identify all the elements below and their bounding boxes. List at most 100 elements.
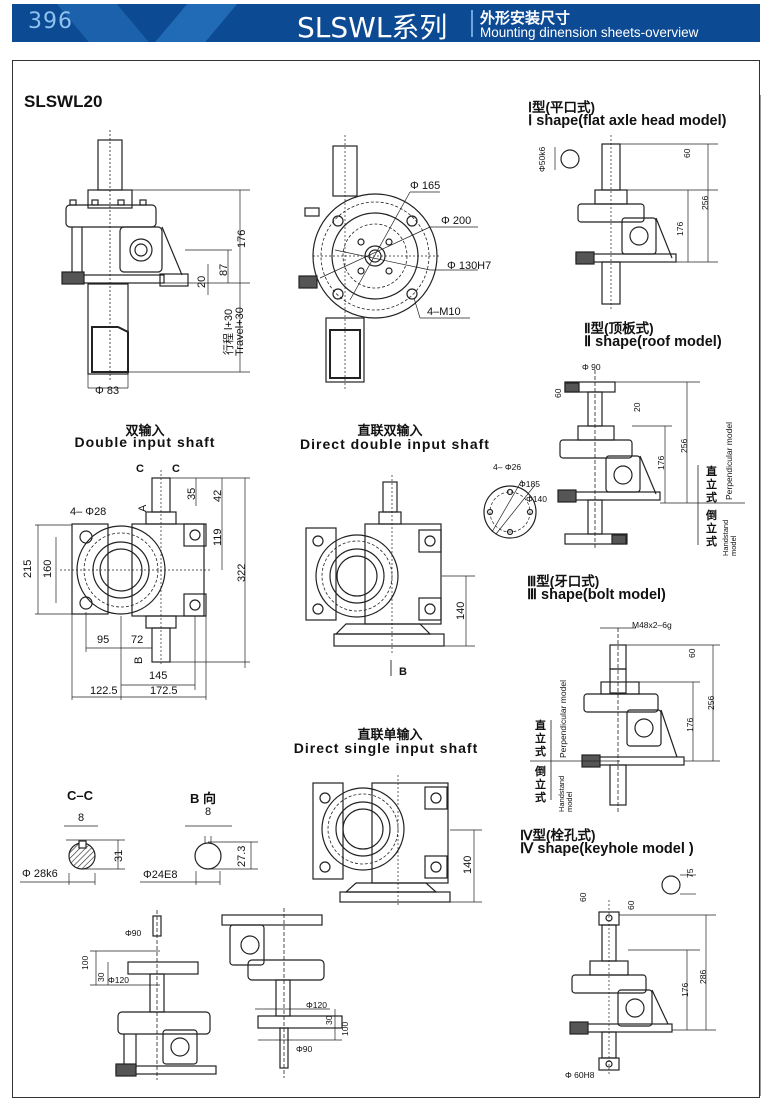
handstand-cn-s3: 倒立式 bbox=[535, 766, 546, 804]
dim-phi165: Φ 165 bbox=[410, 180, 441, 192]
dim-phi83: Φ 83 bbox=[95, 385, 120, 397]
direct-single-title-cn: 直联单输入 bbox=[357, 727, 423, 742]
subtitle-cn: 外形安装尺寸 bbox=[480, 10, 571, 27]
label-c-left: C bbox=[136, 463, 144, 475]
dim-100-bl: 100 bbox=[80, 955, 90, 970]
dim-phi24e8: Φ24E8 bbox=[143, 869, 178, 881]
shape-3-drawing bbox=[530, 627, 720, 812]
dim-60-s3: 60 bbox=[687, 648, 697, 658]
dim-phi90-bl: Φ90 bbox=[125, 928, 142, 938]
double-input-title-cn: 双输入 bbox=[125, 423, 165, 438]
dim-72: 72 bbox=[131, 634, 144, 646]
dim-215: 215 bbox=[22, 559, 34, 578]
dim-60-s2: 60 bbox=[553, 388, 563, 398]
dim-phi90-br: Φ90 bbox=[296, 1044, 313, 1054]
dim-m48x2-6g: M48x2–6g bbox=[632, 620, 672, 630]
model-title: SLSWL20 bbox=[24, 92, 103, 111]
section-cc-drawing bbox=[20, 825, 125, 885]
dim-256-s1: 256 bbox=[700, 195, 710, 210]
dim-176-s2: 176 bbox=[656, 455, 666, 470]
series-title: SLSWL系列 bbox=[297, 11, 448, 42]
dim-4-phi28: 4– Φ28 bbox=[70, 506, 107, 518]
page-number: 396 bbox=[28, 9, 73, 34]
direct-double-input-drawing bbox=[305, 475, 475, 676]
dim-phi130h7: Φ 130H7 bbox=[447, 260, 492, 272]
dim-145: 145 bbox=[149, 670, 168, 682]
direct-single-input-drawing bbox=[312, 775, 482, 905]
label-b: B bbox=[133, 656, 145, 664]
dim-phi200: Φ 200 bbox=[441, 215, 472, 227]
direct-double-title-en: Direct double input shaft bbox=[300, 436, 490, 452]
dim-20: 20 bbox=[196, 275, 208, 288]
dim-key-8-b: 8 bbox=[205, 806, 212, 818]
dim-35: 35 bbox=[186, 487, 198, 500]
dim-286: 286 bbox=[698, 969, 708, 984]
dim-key-8: 8 bbox=[78, 812, 85, 824]
perpendicular-en-s3: Perpendicular model bbox=[558, 680, 568, 758]
dim-119: 119 bbox=[212, 528, 224, 546]
section-cc-title: C–C bbox=[67, 788, 94, 803]
dim-322: 322 bbox=[236, 563, 248, 582]
bottom-left-drawing bbox=[90, 910, 217, 1080]
handstand-en-s2: Handstand model bbox=[721, 519, 738, 556]
header-divider bbox=[471, 10, 473, 37]
dim-60b-s4: 60 bbox=[626, 900, 636, 910]
double-input-drawing bbox=[35, 470, 250, 700]
view-b-drawing bbox=[140, 825, 258, 885]
dim-phi60h8: Φ 60H8 bbox=[565, 1070, 595, 1080]
dim-phi90-s2: Φ 90 bbox=[582, 362, 601, 372]
dim-31: 31 bbox=[113, 849, 125, 862]
label-b-arrow: B bbox=[399, 666, 407, 678]
dim-60-s1: 60 bbox=[682, 148, 692, 158]
shape-3-title-en: Ⅲ shape(bolt model) bbox=[527, 587, 666, 603]
dim-60a-s4: 60 bbox=[578, 892, 588, 902]
label-a: A bbox=[137, 504, 149, 512]
dim-phi185: Φ185 bbox=[519, 479, 540, 489]
shape-4-title-cn: Ⅳ型(栓孔式) bbox=[520, 828, 596, 843]
dim-256-s2: 256 bbox=[679, 438, 689, 453]
side-view-drawing bbox=[61, 130, 250, 389]
page-header: 396 SLSWL系列 外形安装尺寸 Mounting dinension sh… bbox=[12, 4, 760, 42]
dim-20-s2: 20 bbox=[632, 402, 642, 412]
dim-phi140: Φ140 bbox=[526, 494, 547, 504]
dim-87: 87 bbox=[218, 263, 230, 276]
dim-140-single: 140 bbox=[462, 855, 474, 874]
dim-256-s3: 256 bbox=[706, 695, 716, 710]
double-input-title-en: Double input shaft bbox=[74, 434, 216, 450]
direct-double-title-cn: 直联双输入 bbox=[357, 423, 423, 438]
dim-172-5: 172.5 bbox=[150, 685, 178, 697]
perpendicular-en-s2: Perpendicular model bbox=[724, 422, 734, 500]
dim-100-br: 100 bbox=[340, 1021, 350, 1036]
shape-1-title-en: Ⅰ shape(flat axle head model) bbox=[528, 113, 727, 129]
flange-view-drawing bbox=[298, 135, 478, 390]
label-c-right: C bbox=[172, 463, 180, 475]
dim-160: 160 bbox=[42, 559, 54, 578]
dim-140: 140 bbox=[455, 601, 467, 620]
shape-2-title-en: Ⅱ shape(roof model) bbox=[584, 334, 722, 350]
dim-42: 42 bbox=[212, 489, 224, 502]
bottom-right-drawing bbox=[221, 908, 343, 1078]
dim-30-br: 30 bbox=[324, 1015, 334, 1025]
dim-phi120-bl: Φ120 bbox=[108, 975, 129, 985]
handstand-cn-s2: 倒立式 bbox=[706, 510, 717, 548]
shape-3-title-cn: Ⅲ型(牙口式) bbox=[527, 574, 600, 589]
dim-4-m10: 4–M10 bbox=[427, 306, 461, 318]
perpendicular-cn-s3: 直立式 bbox=[535, 720, 546, 758]
shape-4-title-en: Ⅳ shape(keyhole model ) bbox=[520, 841, 694, 857]
view-b-title: B 向 bbox=[190, 791, 217, 806]
dim-176-s3: 176 bbox=[685, 717, 695, 732]
shape-2-title-cn: Ⅱ型(顶板式) bbox=[584, 321, 654, 336]
dim-phi28k6: Φ 28k6 bbox=[22, 868, 58, 880]
dim-30-bl: 30 bbox=[96, 972, 106, 982]
dim-122-5: 122.5 bbox=[90, 685, 118, 697]
dim-27-3: 27.3 bbox=[236, 845, 248, 867]
shape-1-drawing bbox=[554, 135, 718, 310]
shape-4-drawing bbox=[569, 874, 716, 1075]
dim-4-phi26: 4– Φ26 bbox=[493, 462, 522, 472]
dim-phi120-br: Φ120 bbox=[306, 1000, 327, 1010]
direct-single-title-en: Direct single input shaft bbox=[293, 740, 479, 756]
travel-en: Travel+30 bbox=[234, 307, 246, 356]
subtitle-en: Mounting dinension sheets-overview bbox=[480, 25, 699, 40]
handstand-en-s3: Handstand model bbox=[557, 775, 574, 812]
